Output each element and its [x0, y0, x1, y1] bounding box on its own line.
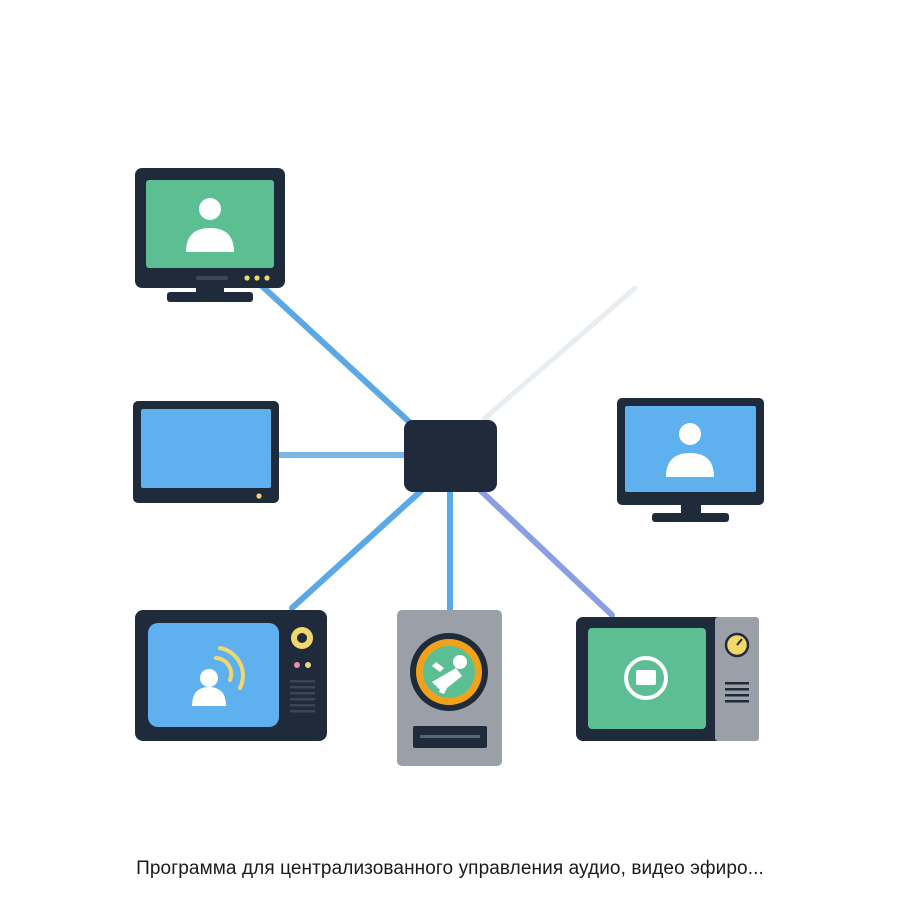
tv-top-left	[135, 168, 285, 302]
connections	[259, 283, 638, 618]
retro-tv-bottom-right	[576, 617, 759, 741]
record-icon	[624, 656, 668, 700]
person-icon	[186, 198, 234, 252]
broadcast-person-icon	[192, 646, 245, 706]
retro-tv-bottom-left	[135, 610, 327, 741]
link-retro-tv-bottom-left	[289, 487, 425, 611]
link-retro-tv-bottom-right	[477, 487, 615, 618]
monitor-right	[617, 398, 764, 522]
caption: Программа для централизованного управлен…	[136, 858, 764, 879]
person-icon	[666, 423, 714, 477]
monitor-mid-left	[133, 401, 279, 503]
central-hub	[404, 420, 497, 492]
satellite-icon	[432, 655, 467, 694]
radio-bottom-center	[397, 610, 502, 766]
link-tv-top-left	[259, 283, 421, 433]
link-faint-top-right	[482, 285, 638, 421]
